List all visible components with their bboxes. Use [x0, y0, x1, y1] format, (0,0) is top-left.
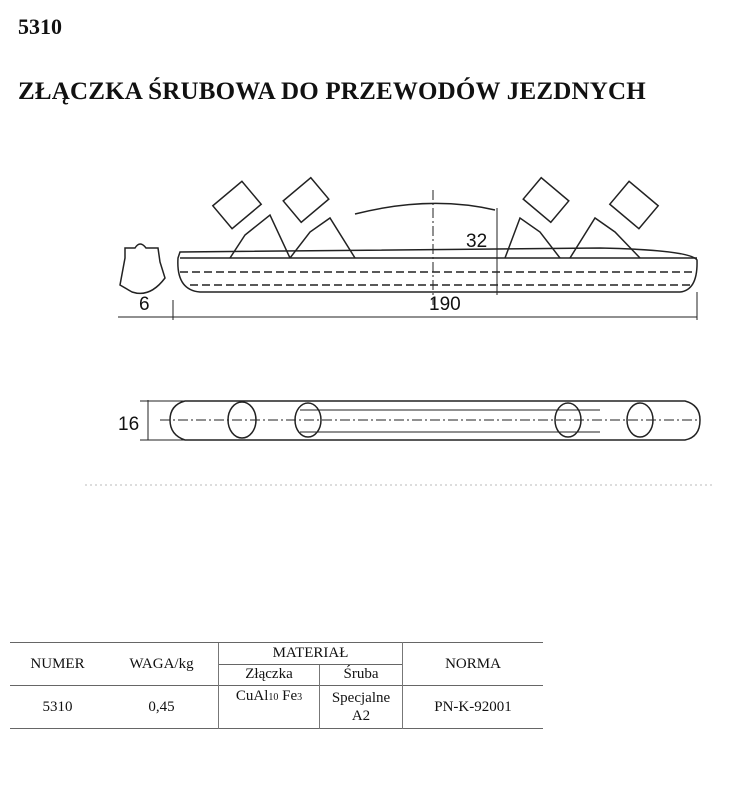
- side-view: [118, 176, 698, 320]
- end-view: [119, 243, 166, 295]
- header-numer: NUMER: [10, 642, 105, 686]
- bolt: [569, 180, 660, 259]
- cell-numer: 5310: [10, 685, 105, 729]
- page-title: ZŁĄCZKA ŚRUBOWA DO PRZEWODÓW JEZDNYCH: [18, 78, 646, 105]
- dimension-height: 32: [466, 231, 487, 252]
- technical-drawing: 32 190 6 16: [85, 176, 712, 486]
- cell-waga: 0,45: [105, 685, 219, 729]
- dimension-length: 190: [429, 294, 461, 315]
- dimension-end: 6: [139, 294, 150, 315]
- header-material: MATERIAŁ: [218, 642, 403, 664]
- bolt: [211, 180, 291, 259]
- bolt: [282, 176, 356, 259]
- spec-table: NUMER WAGA/kg MATERIAŁ NORMA Złączka Śru…: [10, 642, 543, 729]
- cell-norma: PN-K-92001: [402, 685, 543, 729]
- header-zlaczka: Złączka: [218, 663, 320, 686]
- cell-zlaczka: CuAl10 Fe3: [218, 685, 320, 729]
- dimension-width: 16: [118, 414, 139, 435]
- product-number: 5310: [18, 14, 62, 39]
- header-norma: NORMA: [402, 642, 543, 686]
- header-sruba: Śruba: [319, 663, 403, 686]
- bolt: [504, 176, 570, 259]
- plan-view: [140, 400, 701, 441]
- header-waga: WAGA/kg: [105, 642, 219, 686]
